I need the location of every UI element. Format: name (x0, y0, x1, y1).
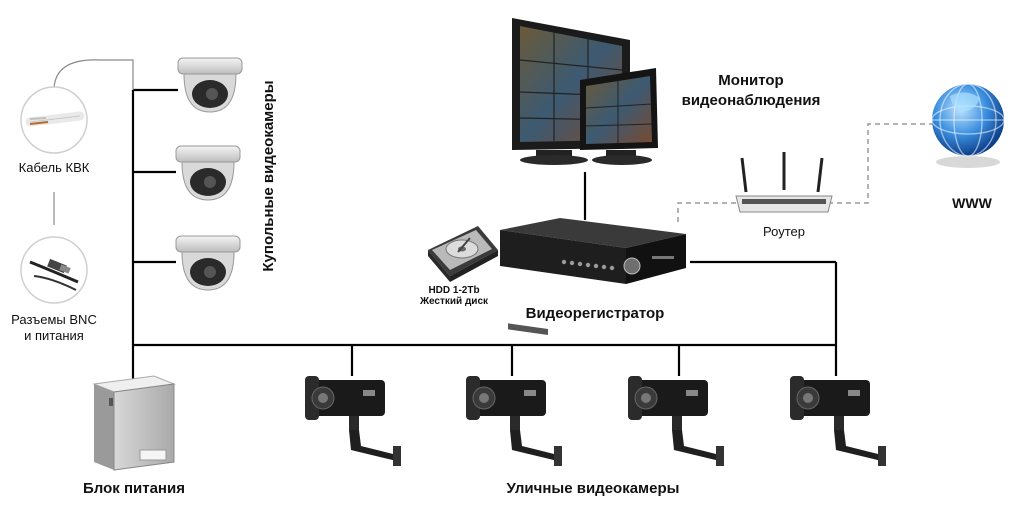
router-internet-link (828, 123, 935, 204)
dvr-icon (500, 218, 686, 336)
monitor-icon (512, 18, 658, 165)
cable-leader-lines (53, 59, 134, 225)
connectors-label-line2: и питания (24, 328, 84, 343)
dome-camera-icon (175, 235, 241, 291)
dvr-label: Видеорегистратор (526, 305, 665, 322)
power-supply-icon (92, 375, 176, 471)
hard-disk-icon (428, 226, 498, 282)
network-links (677, 123, 935, 222)
hdd-label-line2: Жесткий диск (419, 296, 489, 307)
globe-icon (931, 83, 1005, 168)
cable-leader-line (53, 59, 134, 90)
www-label: WWW (952, 195, 992, 211)
bullet-camera-icon (466, 376, 562, 466)
dome-cameras-label: Купольные видеокамеры (260, 80, 277, 271)
bnc-connector-icon (20, 236, 88, 304)
bullet-camera-icon (305, 376, 401, 466)
bullet-camera-icon (628, 376, 724, 466)
street-cameras-group (305, 376, 886, 466)
power-supply-label: Блок питания (83, 480, 185, 497)
connectors-label-line1: Разъемы BNC (11, 312, 97, 327)
router-label: Роутер (763, 224, 805, 239)
router-icon (735, 152, 833, 213)
wiring (131, 88, 838, 380)
dome-camera-icon (177, 57, 243, 113)
monitor-label-line1: Монитор (718, 72, 783, 89)
coax-cable-icon (20, 86, 88, 154)
dome-camera-icon (175, 145, 241, 201)
monitor-label-line2: видеонаблюдения (682, 92, 821, 109)
street-cameras-label: Уличные видеокамеры (507, 480, 680, 497)
router-dvr-link (677, 202, 738, 222)
hdd-label-line1: HDD 1-2Tb (428, 285, 479, 296)
cable-label: Кабель КВК (19, 160, 90, 175)
bullet-camera-icon (790, 376, 886, 466)
